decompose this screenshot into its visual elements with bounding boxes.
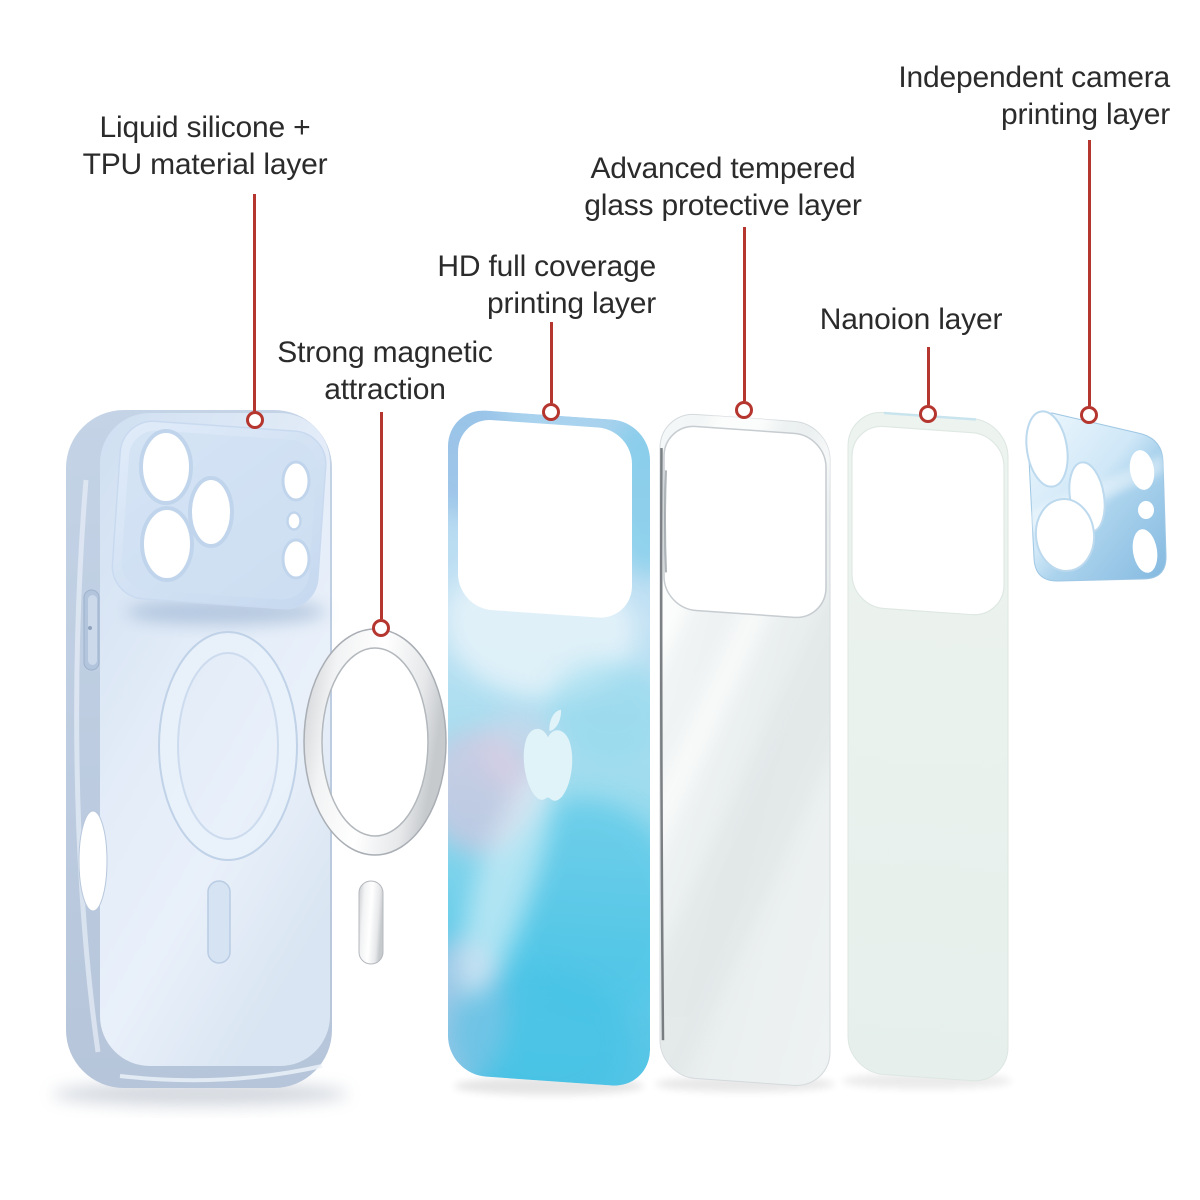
camera-window: [458, 420, 632, 618]
camera-printing-layer: [1025, 410, 1167, 582]
leader-line-glass: [743, 227, 746, 401]
label-line: glass protective layer: [584, 189, 862, 222]
label-line: Strong magnetic: [277, 336, 493, 369]
leader-line-nanoion: [927, 347, 930, 405]
label-hd-printing: HD full coverage printing layer: [400, 248, 656, 322]
label-line: TPU material layer: [82, 148, 328, 181]
tempered-glass-layer: [655, 411, 835, 1092]
leader-line-magnetic: [380, 412, 383, 619]
leader-dot-camera: [1080, 406, 1098, 424]
leader-line-liquid-silicone: [253, 194, 256, 411]
label-nanoion: Nanoion layer: [801, 301, 1021, 338]
label-strong-magnetic: Strong magnetic attraction: [255, 334, 515, 408]
camera-layer-holes: [1025, 410, 1158, 573]
magsafe-ring-emboss: [158, 631, 298, 861]
side-button: [83, 589, 100, 671]
magnet-ring: [303, 628, 447, 965]
leader-dot-glass: [735, 401, 753, 419]
label-line: Independent camera: [898, 61, 1170, 94]
label-independent-camera: Independent camera printing layer: [860, 59, 1170, 133]
label-line: printing layer: [487, 287, 656, 320]
label-tempered-glass: Advanced tempered glass protective layer: [565, 150, 881, 224]
magnet-bar: [358, 880, 384, 965]
label-line: attraction: [324, 373, 446, 406]
nanoion-layer: [842, 411, 1012, 1089]
leader-line-printing: [550, 322, 553, 403]
magnet-slot-emboss: [207, 880, 231, 964]
label-line: printing layer: [1001, 98, 1170, 131]
camera-window: [851, 425, 1005, 616]
leader-line-camera: [1088, 140, 1091, 406]
label-line: Nanoion layer: [819, 303, 1003, 336]
lens-holes: [139, 429, 311, 582]
apple-logo: [523, 709, 573, 801]
camera-window: [663, 425, 827, 619]
phone-case-layer: [52, 410, 348, 1106]
glass-edge: [659, 447, 665, 1041]
printing-layer: [448, 408, 650, 1095]
leader-dot-liquid-silicone: [246, 411, 264, 429]
label-liquid-silicone-tpu: Liquid silicone + TPU material layer: [60, 109, 350, 183]
leader-dot-magnetic: [372, 619, 390, 637]
side-cutout-hole: [78, 810, 108, 912]
leader-dot-nanoion: [919, 405, 937, 423]
label-line: Liquid silicone +: [99, 111, 311, 144]
label-line: HD full coverage: [437, 250, 656, 283]
label-line: Advanced tempered: [590, 152, 856, 185]
leader-dot-printing: [542, 403, 560, 421]
